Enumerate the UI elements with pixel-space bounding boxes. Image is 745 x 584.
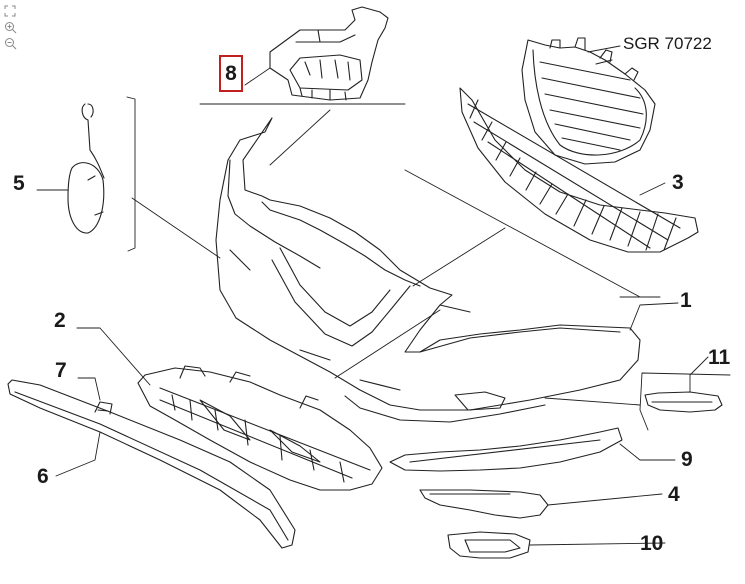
zoom-in-icon[interactable] [2,20,18,34]
part-6-label[interactable]: 6 [37,465,49,488]
construction-lines [126,96,731,431]
tow-hook-cover-part [67,103,105,234]
part-5-label[interactable]: 5 [13,172,25,195]
zoom-toolbar [2,4,20,50]
part-9-label[interactable]: 9 [681,448,693,471]
part-7-label[interactable]: 7 [55,359,67,382]
reference-code-label: SGR 70722 [623,34,712,53]
part-4-label[interactable]: 4 [668,483,680,506]
part-3-label[interactable]: 3 [672,171,684,194]
leader-lines [36,45,709,546]
front-bumper-part [215,117,641,423]
bezel-trim-part [419,489,549,519]
lower-grille-part [459,87,699,253]
part-10-label[interactable]: 10 [640,532,664,555]
upper-bracket-part [269,6,389,101]
zoom-out-icon[interactable] [2,36,18,50]
fit-screen-icon[interactable] [2,4,18,18]
trim-strip-part [7,379,296,549]
part-1-label[interactable]: 1 [680,289,692,312]
part-2-label[interactable]: 2 [54,309,66,332]
energy-absorber-part [137,365,383,491]
fog-lamp-surround-part [447,531,531,559]
lower-trim-part [389,427,623,472]
side-reflector-part [644,391,723,413]
upper-grille-part [521,37,656,165]
part-8-number: 8 [225,61,237,85]
part-11-label[interactable]: 11 [708,346,731,369]
highlighted-part-8-label[interactable]: 8 [219,55,243,92]
